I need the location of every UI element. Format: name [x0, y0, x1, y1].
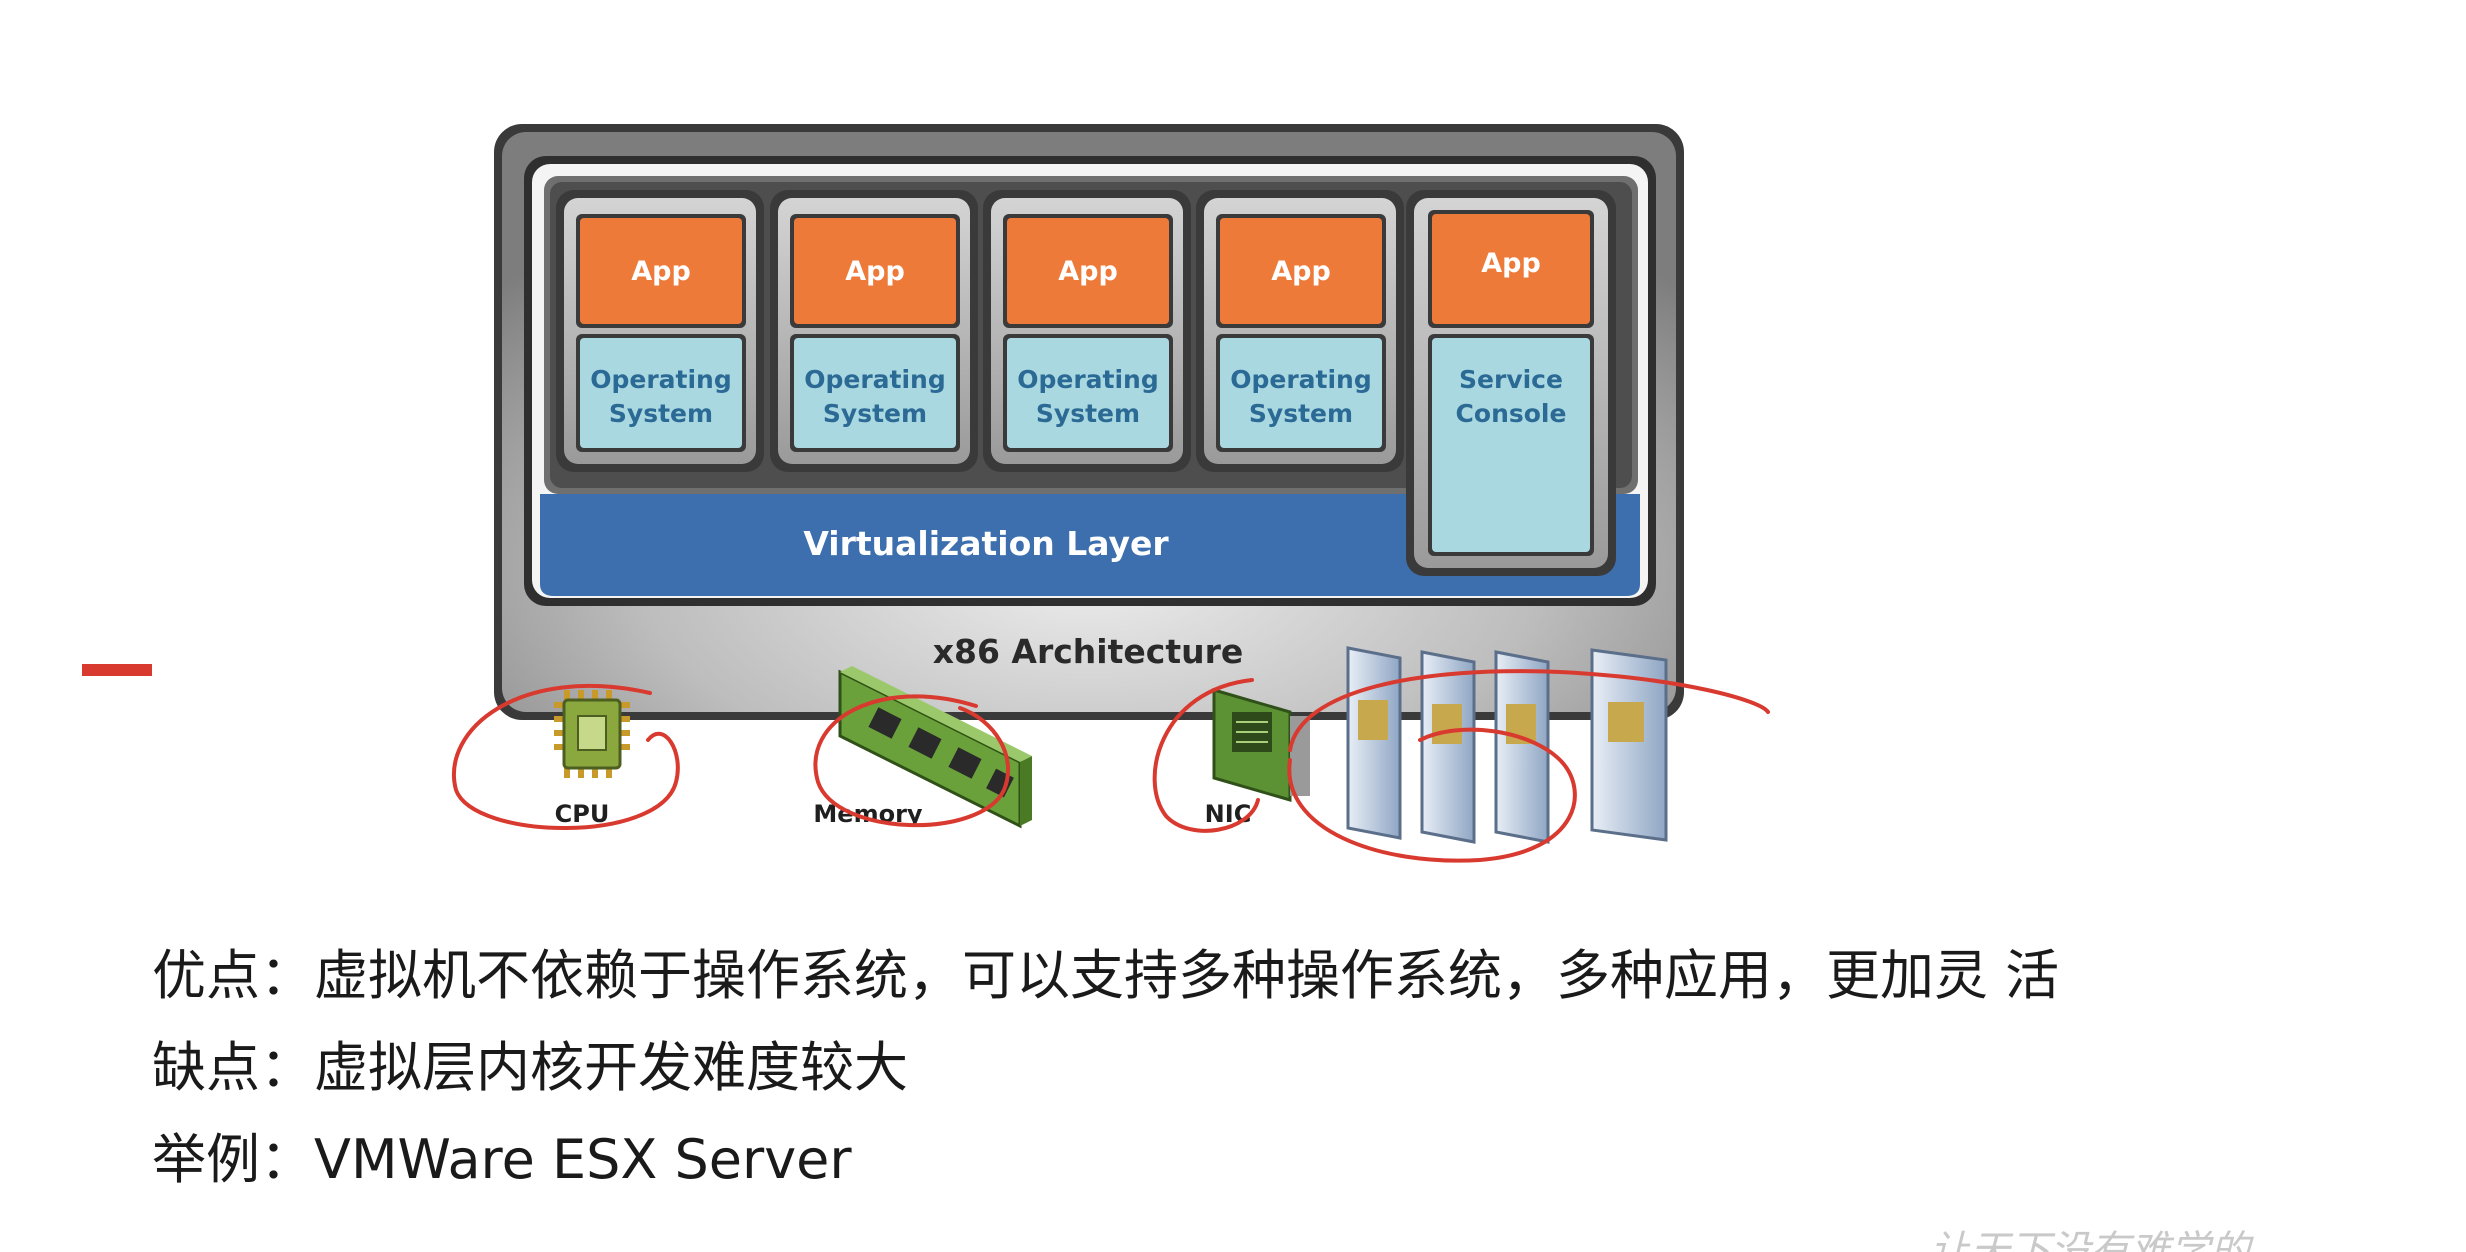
service-console-line1: Service	[1459, 365, 1563, 394]
blades-lower-circle	[1287, 727, 1577, 863]
vm-4-app-label: App	[1271, 256, 1331, 287]
notes-block: 优点：虚拟机不依赖于操作系统，可以支持多种操作系统，多种应用，更加灵 活 缺点：…	[152, 930, 2352, 1206]
vm-3: App Operating System	[983, 190, 1191, 472]
vm-3-os-line1: Operating	[1017, 365, 1159, 394]
cpu-annotation-circle	[452, 683, 680, 830]
x86-architecture-label: x86 Architecture	[933, 632, 1244, 671]
memory-annotation-circle	[813, 694, 1011, 828]
vm-3-os-line2: System	[1036, 399, 1140, 428]
nic-label: NIC	[1205, 800, 1252, 828]
vm-2-app-label: App	[845, 256, 905, 287]
red-annotation-circles	[452, 669, 1770, 863]
vm-1: App Operating System	[556, 190, 764, 472]
service-console-line2: Console	[1456, 399, 1567, 428]
cpu-chip-icon	[554, 690, 630, 778]
nic-card-icon	[1212, 688, 1310, 802]
virtualization-layer-label: Virtualization Layer	[803, 524, 1169, 563]
pros-text: 优点：虚拟机不依赖于操作系统，可以支持多种操作系统，多种应用，更加灵 活	[152, 944, 2060, 1007]
service-console-app-label: App	[1481, 248, 1541, 279]
vm-1-os-line1: Operating	[590, 365, 732, 394]
nic-annotation-circle	[1152, 678, 1260, 833]
watermark: 让天下没有难学的	[1930, 1228, 2250, 1252]
vm-2-os-line2: System	[823, 399, 927, 428]
red-dash-mark	[82, 664, 152, 676]
vm-1-app-label: App	[631, 256, 691, 287]
cons-text: 缺点：虚拟层内核开发难度较大	[152, 1036, 908, 1099]
example-text: 举例：VMWare ESX Server	[152, 1128, 852, 1191]
virtualization-layer-band: Virtualization Layer	[540, 494, 1640, 596]
server-blades-icon	[1346, 646, 1668, 844]
memory-stick-icon	[838, 666, 1032, 829]
vm-2: App Operating System	[770, 190, 978, 472]
cpu-label: CPU	[555, 800, 610, 828]
vm-4: App Operating System	[1196, 190, 1404, 472]
vm-2-os-line1: Operating	[804, 365, 946, 394]
vm-4-os-line2: System	[1249, 399, 1353, 428]
service-console: App Service Console	[1406, 190, 1616, 576]
vm-3-app-label: App	[1058, 256, 1118, 287]
blades-annotation-circle	[1288, 669, 1770, 752]
vm-4-os-line1: Operating	[1230, 365, 1372, 394]
vm-1-os-line2: System	[609, 399, 713, 428]
